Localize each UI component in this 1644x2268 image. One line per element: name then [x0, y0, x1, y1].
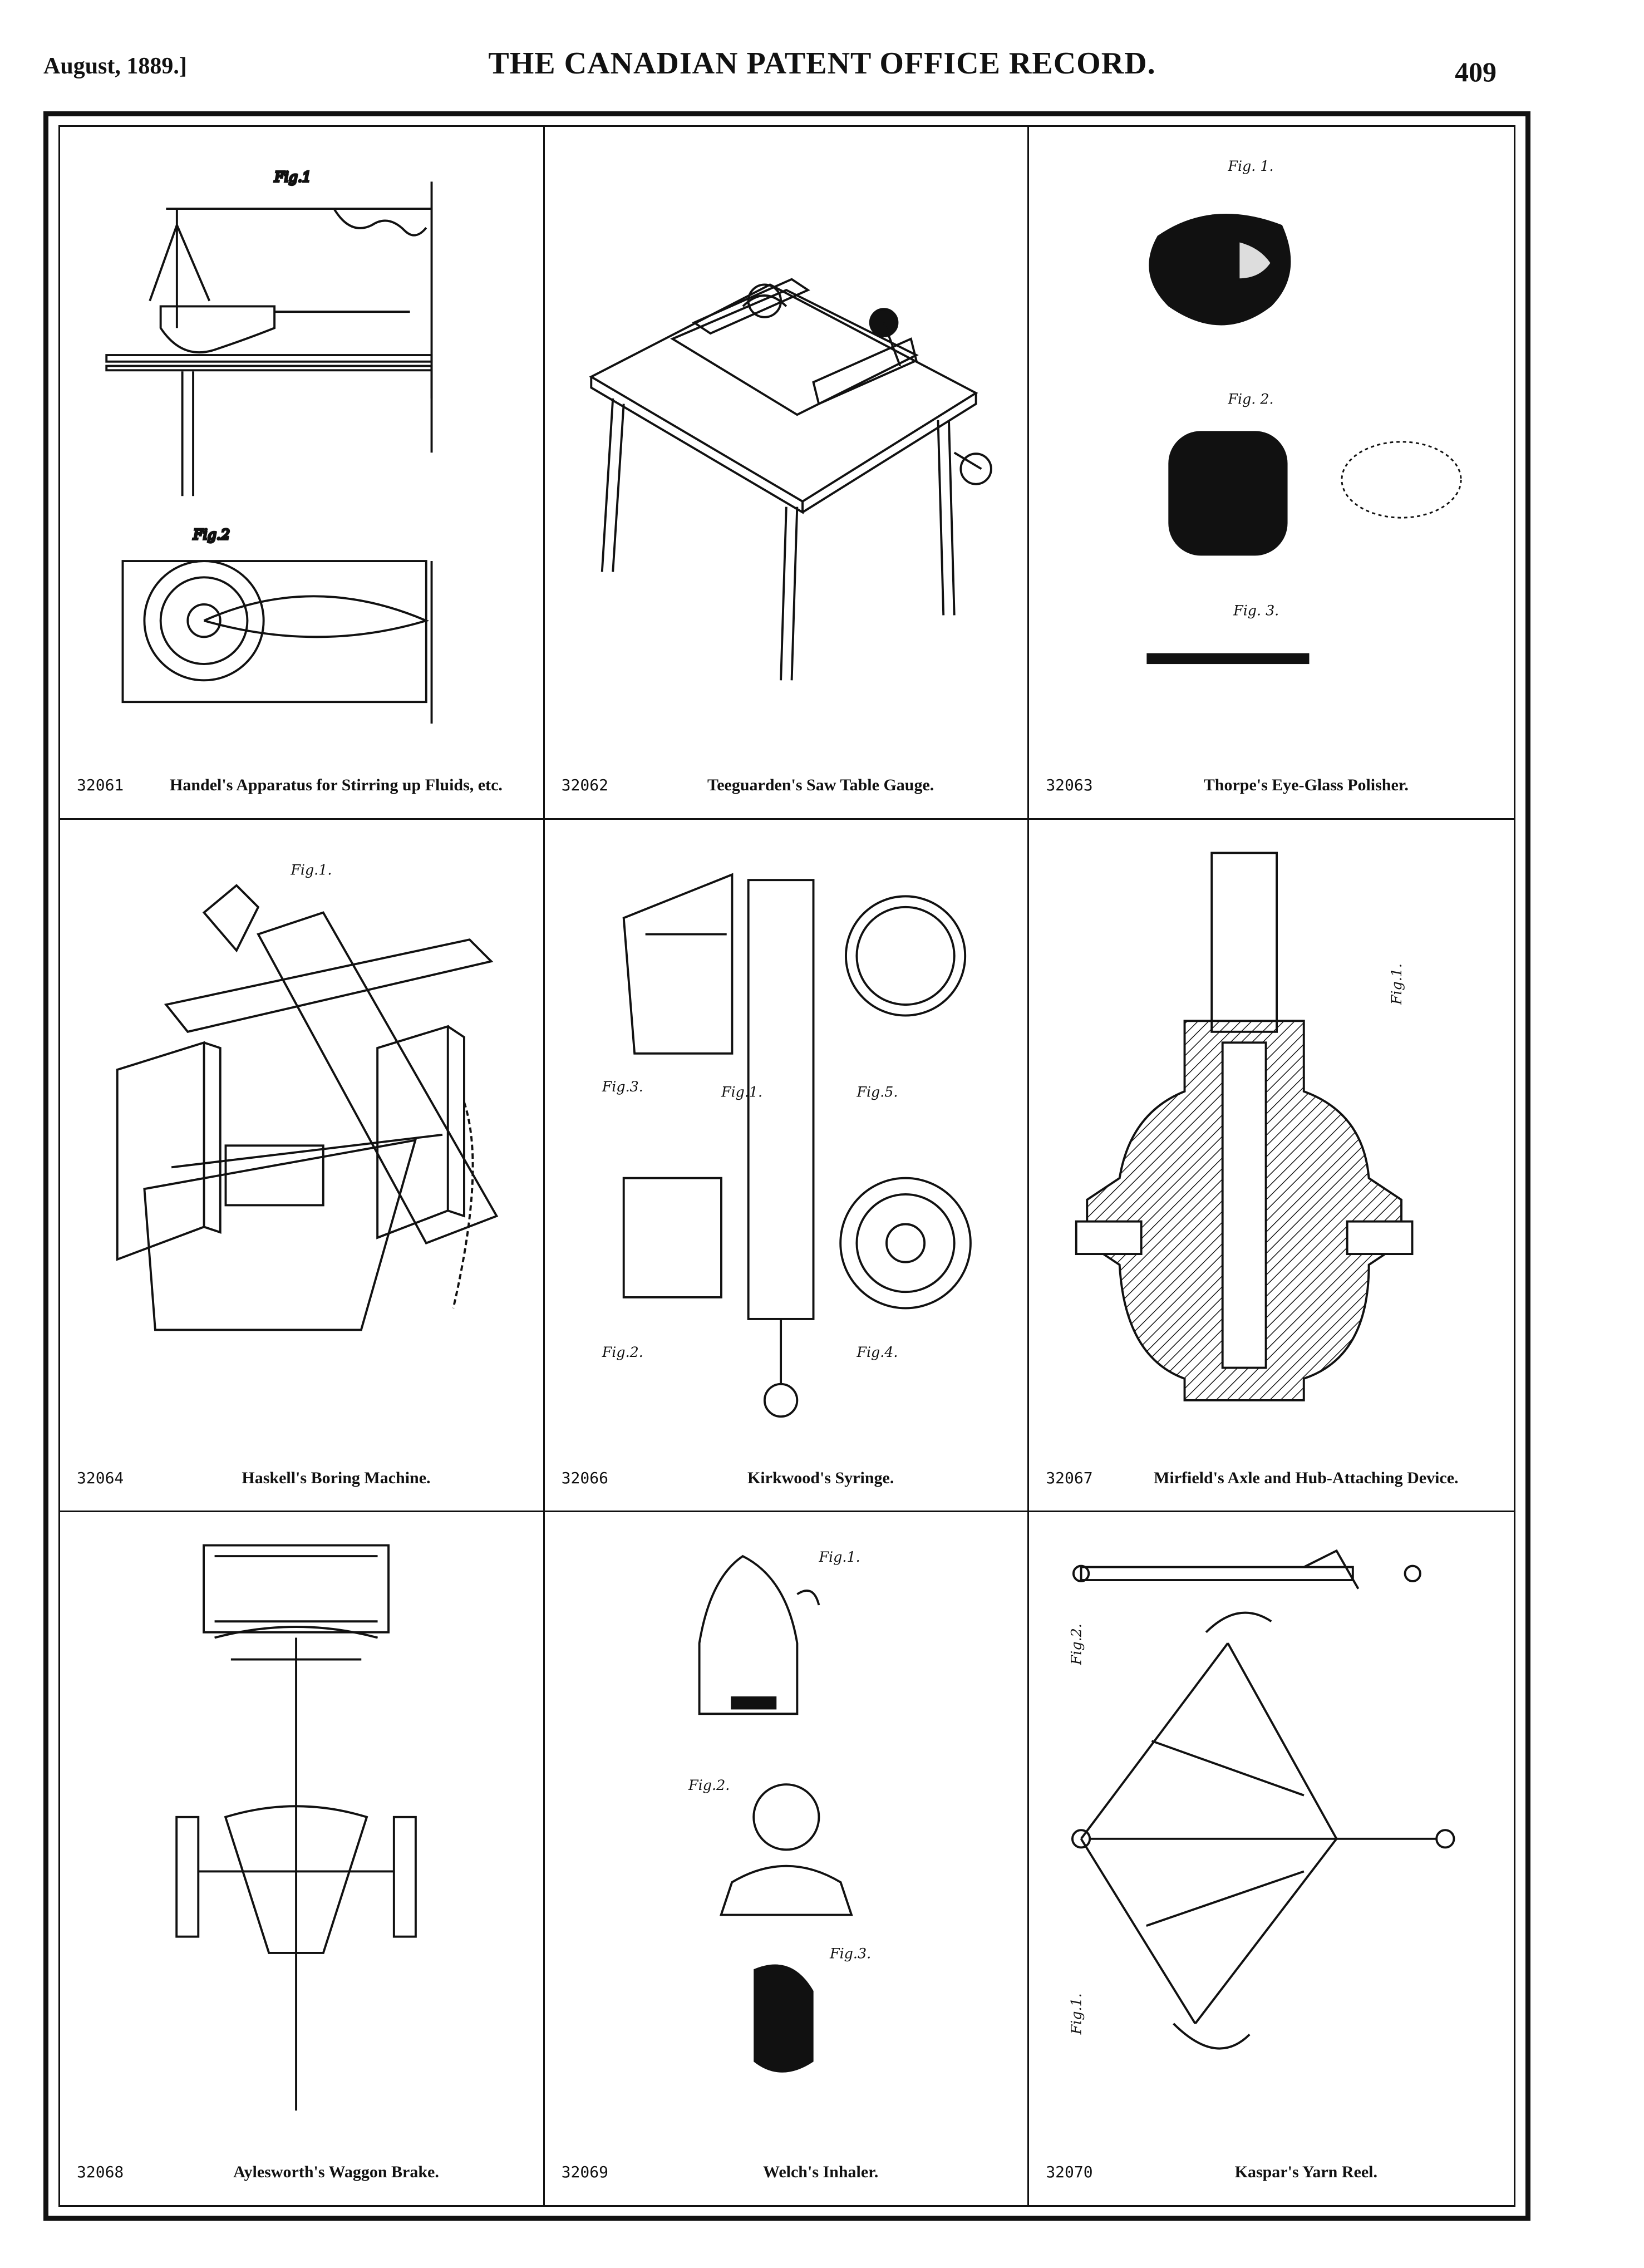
fig-label: Fig.2 — [193, 527, 230, 543]
fig-label: Fig.1. — [818, 1548, 860, 1565]
patent-caption: 32066 Kirkwood's Syringe. — [562, 1468, 1011, 1489]
fig-label: Fig.2. — [601, 1344, 643, 1360]
patent-number: 32063 — [1046, 776, 1093, 795]
fig-label: Fig.1. — [1389, 963, 1405, 1005]
patent-cell-teeguarden: 32062 Teeguarden's Saw Table Gauge. — [544, 127, 1030, 820]
aylesworth-waggon-brake-drawing — [93, 1534, 510, 2122]
patent-caption: 32070 Kaspar's Yarn Reel. — [1046, 2162, 1497, 2183]
teeguarden-saw-table-drawing — [578, 149, 995, 735]
patent-caption: 32061 Handel's Apparatus for Stirring up… — [77, 775, 526, 796]
patent-number: 32067 — [1046, 1468, 1093, 1487]
page-number: 409 — [1455, 56, 1497, 87]
patent-number: 32062 — [561, 776, 608, 795]
fig-label: Fig.1 — [274, 169, 311, 185]
patent-cell-mirfield: Fig.1. 32067 Mirfield's Axle and Hub-Att… — [1029, 820, 1514, 1513]
mirfield-axle-hub-drawing: Fig.1. — [1062, 842, 1480, 1428]
handel-stirring-apparatus-drawing: Fig.1 Fig.2 — [93, 149, 510, 735]
haskell-boring-machine-drawing: Fig.1. — [93, 842, 510, 1428]
patent-number: 32066 — [561, 1468, 608, 1487]
fig-label: Fig.3. — [829, 1945, 871, 1962]
fig-label: Fig.1. — [290, 862, 332, 878]
patent-grid: Fig.1 Fig.2 — [58, 125, 1515, 2207]
patent-caption: 32069 Welch's Inhaler. — [562, 2162, 1011, 2183]
patent-title: Kirkwood's Syringe. — [747, 1468, 894, 1487]
patent-title: Thorpe's Eye-Glass Polisher. — [1203, 776, 1409, 795]
patent-cell-kaspar: Fig.2. Fig.1. 32070 Kaspar's Yarn Reel. — [1029, 1512, 1514, 2205]
fig-label: Fig.2. — [1068, 1623, 1085, 1665]
patent-title: Teeguarden's Saw Table Gauge. — [707, 776, 934, 795]
patent-number: 32069 — [561, 2163, 608, 2182]
fig-label: Fig.2. — [688, 1777, 730, 1793]
fig-label: Fig. 3. — [1233, 602, 1279, 618]
page-header: August, 1889.] THE CANADIAN PATENT OFFIC… — [0, 0, 1644, 111]
fig-label: Fig.1. — [721, 1084, 762, 1100]
fig-label: Fig. 1. — [1228, 158, 1274, 174]
header-title: THE CANADIAN PATENT OFFICE RECORD. — [488, 46, 1156, 81]
patent-caption: 32064 Haskell's Boring Machine. — [77, 1468, 526, 1489]
kaspar-yarn-reel-drawing: Fig.2. Fig.1. — [1062, 1534, 1480, 2122]
fig-label: Fig.4. — [856, 1344, 898, 1360]
patent-title: Welch's Inhaler. — [763, 2163, 879, 2182]
patent-number: 32064 — [77, 1468, 124, 1487]
fig-label: Fig.5. — [856, 1084, 898, 1100]
patent-cell-welch: Fig.1. Fig.2. Fig.3. 32069 Welch's Inhal… — [545, 1512, 1030, 2205]
patent-title: Haskell's Boring Machine. — [242, 1468, 431, 1487]
fig-label: Fig.3. — [601, 1079, 643, 1095]
patent-title: Aylesworth's Waggon Brake. — [233, 2163, 439, 2182]
patent-caption: 32062 Teeguarden's Saw Table Gauge. — [562, 775, 1011, 796]
kirkwood-syringe-drawing: Fig.3. Fig.1. Fig.5. Fig.2. Fig.4. — [578, 842, 995, 1428]
patent-caption: 32067 Mirfield's Axle and Hub-Attaching … — [1046, 1468, 1497, 1489]
patent-cell-handel: Fig.1 Fig.2 — [60, 127, 545, 820]
patent-title: Mirfield's Axle and Hub-Attaching Device… — [1154, 1468, 1459, 1487]
patent-plate-frame: Fig.1 Fig.2 — [43, 111, 1530, 2221]
welch-inhaler-drawing: Fig.1. Fig.2. Fig.3. — [578, 1534, 995, 2122]
patent-caption: 32068 Aylesworth's Waggon Brake. — [77, 2162, 526, 2183]
patent-cell-haskell: Fig.1. 32064 Haskell's — [60, 819, 545, 1513]
patent-number: 32068 — [77, 2163, 124, 2182]
fig-label: Fig.1. — [1068, 1993, 1085, 2035]
patent-title: Handel's Apparatus for Stirring up Fluid… — [170, 776, 503, 795]
fig-label: Fig. 2. — [1228, 391, 1274, 407]
patent-cell-aylesworth: 32068 Aylesworth's Waggon Brake. — [60, 1512, 545, 2205]
header-date: August, 1889.] — [43, 53, 187, 79]
thorpe-eye-glass-polisher-drawing: Fig. 1. Fig. 2. Fig. 3. — [1062, 149, 1480, 735]
patent-title: Kaspar's Yarn Reel. — [1234, 2163, 1377, 2182]
patent-cell-kirkwood: Fig.3. Fig.1. Fig.5. Fig.2. Fig.4. 32066… — [544, 819, 1030, 1513]
patent-number: 32061 — [77, 776, 124, 795]
patent-cell-thorpe: Fig. 1. Fig. 2. Fig. 3. 32063 Thorpe's E… — [1029, 127, 1514, 820]
patent-caption: 32063 Thorpe's Eye-Glass Polisher. — [1046, 775, 1497, 796]
patent-number: 32070 — [1046, 2163, 1093, 2182]
